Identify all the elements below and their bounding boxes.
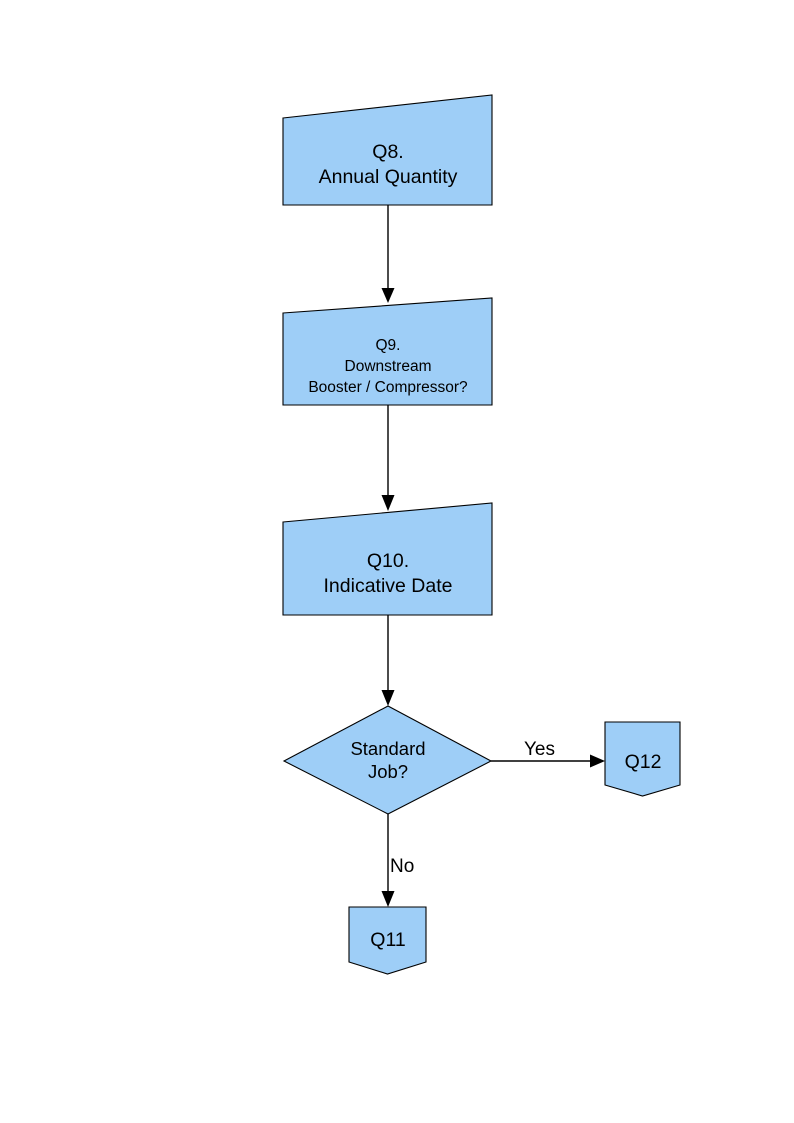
node-q9-line-2: Downstream bbox=[345, 358, 432, 375]
node-q9-shape[interactable] bbox=[282, 297, 493, 406]
arrow-head-q9-q10 bbox=[381, 495, 395, 511]
edge-decision-to-q12: Yes bbox=[491, 739, 605, 768]
edge-q8-to-q9 bbox=[381, 205, 395, 303]
arrow-head-decision-q11 bbox=[381, 891, 395, 907]
node-decision-line-1: Standard bbox=[350, 738, 425, 759]
node-q11-label: Q11 bbox=[370, 929, 405, 951]
node-q9[interactable]: Q9. Downstream Booster / Compressor? bbox=[282, 297, 493, 406]
arrow-head-q8-q9 bbox=[381, 288, 395, 303]
node-q11-shape[interactable] bbox=[348, 906, 427, 975]
edge-q10-to-decision bbox=[381, 615, 395, 706]
node-q8-shape[interactable] bbox=[282, 94, 493, 206]
edge-label-yes: Yes bbox=[524, 739, 555, 760]
node-q10-line-2: Indicative Date bbox=[324, 575, 453, 597]
arrow-head-q10-decision bbox=[381, 690, 395, 706]
edge-decision-to-q11: No bbox=[381, 814, 414, 907]
node-q8-line-2: Annual Quantity bbox=[319, 166, 458, 188]
edge-q9-to-q10 bbox=[381, 405, 395, 511]
node-q8[interactable]: Q8. Annual Quantity bbox=[282, 94, 493, 206]
node-q9-line-1: Q9. bbox=[376, 337, 401, 354]
node-q10-shape[interactable] bbox=[282, 502, 493, 616]
node-q9-line-3: Booster / Compressor? bbox=[308, 379, 468, 396]
node-q10-line-1: Q10. bbox=[367, 550, 409, 572]
node-decision-standard-job[interactable]: Standard Job? bbox=[282, 705, 493, 815]
node-q10[interactable]: Q10. Indicative Date bbox=[282, 502, 493, 616]
arrow-head-decision-q12 bbox=[590, 754, 605, 768]
node-q11[interactable]: Q11 bbox=[348, 906, 427, 975]
node-q12-label: Q12 bbox=[625, 751, 662, 773]
node-q12[interactable]: Q12 bbox=[604, 721, 681, 797]
node-decision-line-2: Job? bbox=[368, 761, 408, 782]
node-decision-shape[interactable] bbox=[282, 705, 493, 815]
edge-label-no: No bbox=[390, 856, 414, 877]
node-q8-line-1: Q8. bbox=[372, 141, 403, 163]
node-q12-shape[interactable] bbox=[604, 721, 681, 797]
